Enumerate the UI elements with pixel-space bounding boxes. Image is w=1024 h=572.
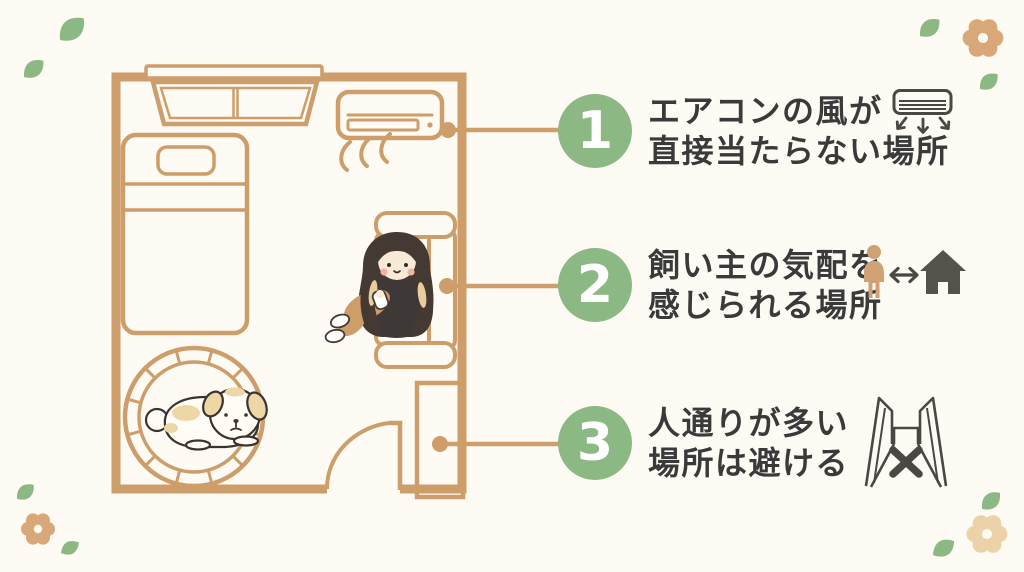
door-swing-arc [324,421,390,490]
point-number-badge: 1 [558,94,632,168]
point-1-line-1: エアコンの風が [648,93,883,129]
owner-shoe [329,313,351,329]
owner-shoe [324,328,346,344]
point-2-line-2: 感じられる場所 [648,287,883,323]
bed [120,132,250,336]
point-1-line-2: 直接当たらない場所 [648,133,950,169]
door [324,420,403,495]
dog-ear [202,390,224,418]
air-conditioner [335,89,445,172]
dog-ear [246,391,268,421]
point-2-text: 飼い主の気配を 感じられる場所 [648,245,883,325]
point-1-text: エアコンの風が 直接当たらない場所 [648,91,950,171]
leaf-icon [928,534,959,562]
house-icon [920,250,966,294]
leaf-icon [976,487,1005,515]
owner-on-sofa [324,232,434,344]
owner-bangs [377,238,417,262]
leaf-icon [914,13,945,43]
callout-connectors [432,122,560,452]
person-icon [864,245,884,298]
airflow-lines [339,132,392,172]
flower-icon [962,19,1004,57]
window [144,64,324,127]
door-side-panel [414,380,466,500]
dog [144,387,268,451]
door-leaf [389,420,403,490]
pillow [156,145,216,176]
point-number-badge: 2 [558,248,632,322]
double-arrow-icon [889,266,919,284]
point-number-badge: 3 [558,406,632,480]
point-2-line-1: 飼い主の気配を [648,247,883,283]
flower-icon [966,515,1008,553]
point-3-line-2: 場所は避ける [648,445,850,481]
busy-doorway-x-icon [864,396,948,488]
leaf-icon [18,54,49,84]
owner-distance-house-icon [864,245,966,298]
leaf-icon [975,68,1003,95]
flower-icon [21,513,55,545]
leaf-icon [12,479,39,505]
point-3-text: 人通りが多い 場所は避ける [648,403,849,483]
leaf-icon [53,11,91,48]
point-3-line-1: 人通りが多い [648,405,850,441]
air-conditioner-airflow-icon [892,89,954,134]
x-mark-icon [889,446,923,478]
leaf-icon [57,537,83,559]
